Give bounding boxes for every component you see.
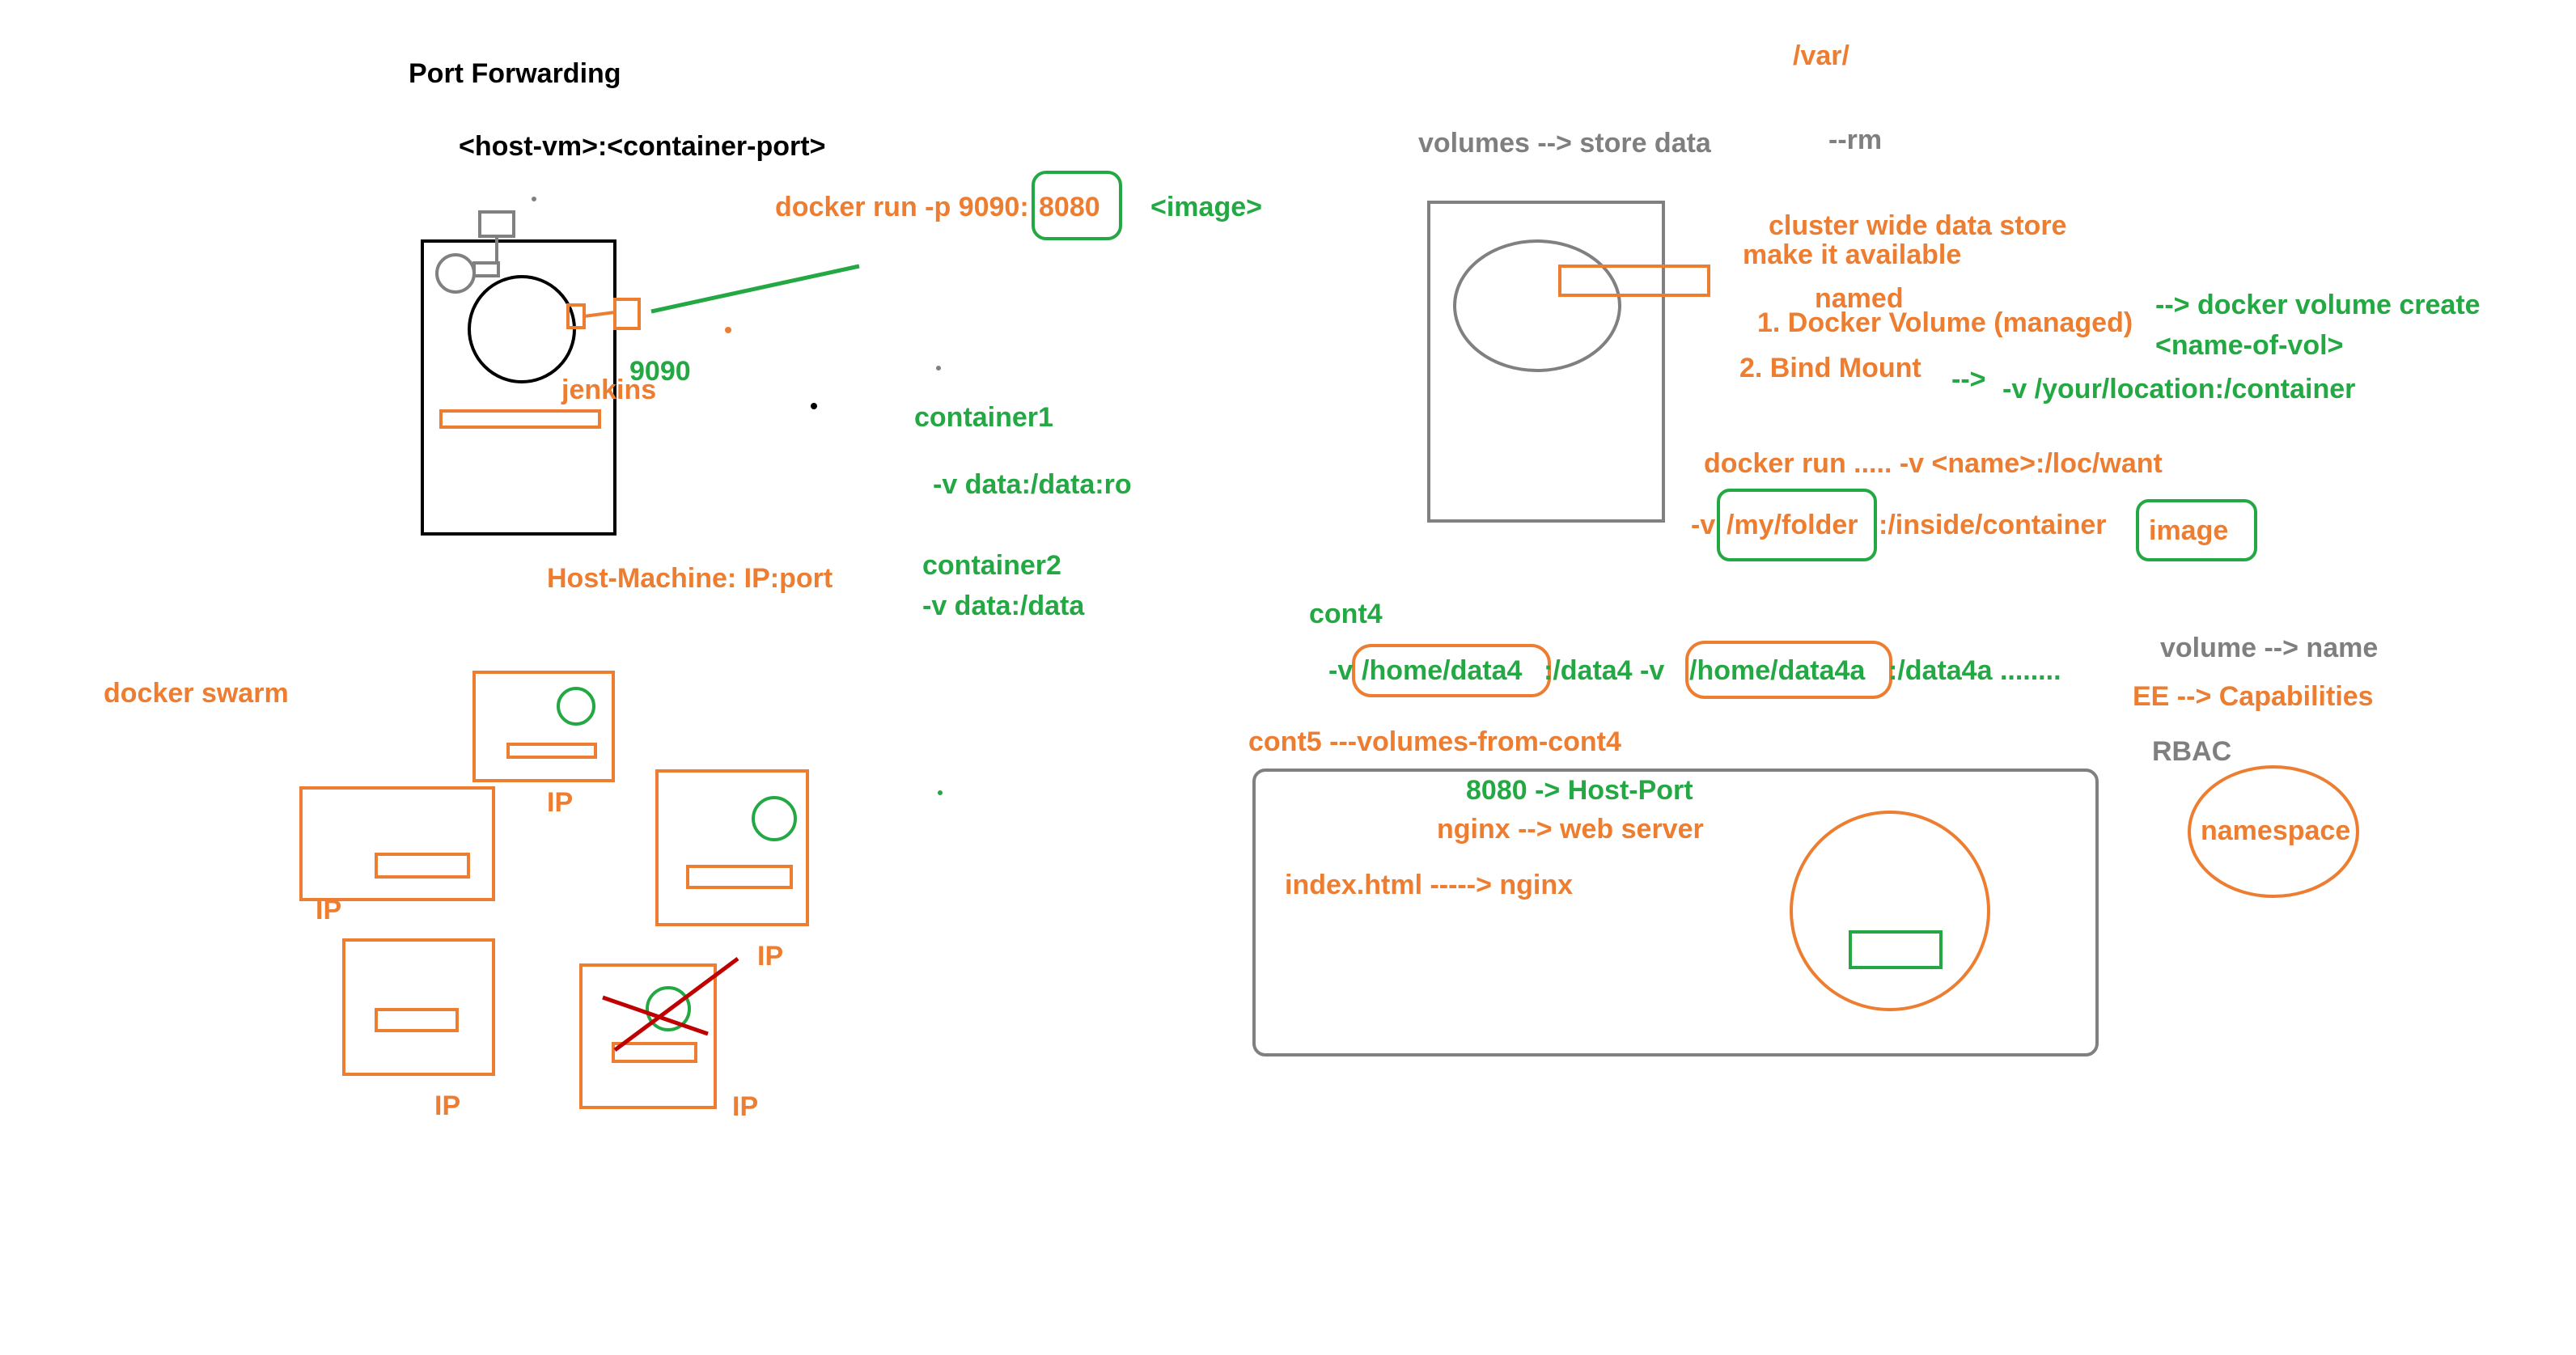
ip-label: IP <box>732 1091 758 1122</box>
bind-arrow: --> <box>1951 364 1986 395</box>
ip-label: IP <box>547 787 573 818</box>
name-of-vol: <name-of-vol> <box>2155 330 2343 361</box>
my-folder-highlight <box>1717 489 1877 561</box>
port-8080: 8080 <box>1039 192 1100 222</box>
volume-rw: -v data:/data <box>922 591 1085 621</box>
port-8080-highlight <box>1032 171 1122 240</box>
image-highlight <box>2136 499 2257 561</box>
data4-v: :/data4 -v <box>1544 655 1664 686</box>
volume-ro: -v data:/data:ro <box>933 469 1132 500</box>
home-data4a: /home/data4a <box>1689 655 1866 686</box>
container1-label: container1 <box>914 402 1053 433</box>
data4a-rest: :/data4a ........ <box>1888 655 2061 686</box>
image-label: image <box>2149 515 2228 546</box>
volume-bar <box>1558 265 1710 297</box>
var-path: /var/ <box>1793 40 1849 71</box>
cross-mark <box>613 956 739 1052</box>
swarm-node <box>299 786 495 901</box>
ip-label: IP <box>316 895 341 925</box>
container2-label: container2 <box>922 550 1061 581</box>
ip-label: IP <box>434 1090 460 1121</box>
nginx-sketch <box>1252 769 2099 1056</box>
v-prefix: -v <box>1691 510 1715 540</box>
host-vm-format: <host-vm>:<container-port> <box>459 131 825 162</box>
cont4-label: cont4 <box>1309 599 1383 629</box>
rbac-label: RBAC <box>2152 736 2231 767</box>
dot <box>725 327 731 333</box>
index-nginx: index.html -----> nginx <box>1285 870 1573 900</box>
rm-flag: --rm <box>1828 125 1882 155</box>
swarm-node-failed <box>579 956 739 1109</box>
port-forwarding-sketch <box>421 171 1122 795</box>
volume-host-box <box>1427 201 1665 523</box>
orange-bar <box>439 409 601 429</box>
dot <box>938 790 943 795</box>
named-label: named <box>1815 283 1904 314</box>
namespace-label: namespace <box>2201 815 2350 846</box>
ee-capabilities: EE --> Capabilities <box>2133 681 2374 712</box>
cross-mark <box>602 995 709 1036</box>
dot <box>936 366 941 371</box>
cont5-label: cont5 ---volumes-from-cont4 <box>1248 726 1621 757</box>
nginx-web: nginx --> web server <box>1437 814 1704 845</box>
bind-location: -v /your/location:/container <box>2002 374 2355 404</box>
bind-mount: 2. Bind Mount <box>1739 353 1921 383</box>
docker-run-cmd: docker run -p 9090: <box>775 192 1029 222</box>
host-port-label: 8080 -> Host-Port <box>1466 775 1693 806</box>
docker-volume-create: --> docker volume create <box>2155 290 2481 320</box>
home-data4-highlight <box>1352 644 1551 697</box>
inside-container: :/inside/container <box>1879 510 2107 540</box>
dot <box>532 197 536 201</box>
gray-small-circle <box>435 253 476 294</box>
port-forwarding-title: Port Forwarding <box>409 58 621 89</box>
home-data4: /home/data4 <box>1362 655 1522 686</box>
small-gray-square <box>478 210 515 238</box>
host-vm-box <box>421 239 616 536</box>
docker-swarm-label: docker swarm <box>104 678 289 709</box>
volumes-sketch <box>1352 201 2257 699</box>
cluster-store: cluster wide data store <box>1769 210 2066 241</box>
nginx-green-rect <box>1849 930 1943 969</box>
ip-label: IP <box>757 941 783 972</box>
volumes-store: volumes --> store data <box>1418 128 1712 159</box>
namespace-ellipse <box>2188 765 2359 898</box>
home-data4a-highlight <box>1685 641 1892 699</box>
port-9090: 9090 <box>629 356 691 387</box>
nginx-host-box <box>1252 769 2099 1056</box>
volume-name: volume --> name <box>2160 633 2378 663</box>
volume-ellipse <box>1453 239 1621 372</box>
host-port-box <box>613 298 641 330</box>
container-circle <box>468 275 576 383</box>
docker-run-volume: docker run ..... -v <name>:/loc/want <box>1704 448 2163 479</box>
gray-small-rect <box>472 261 500 277</box>
host-machine-label: Host-Machine: IP:port <box>547 563 833 594</box>
docker-volume-managed: 1. Docker Volume (managed) <box>1757 307 2133 338</box>
dot <box>811 403 817 409</box>
green-pointer-line <box>650 264 860 314</box>
image-placeholder: <image> <box>1150 192 1262 222</box>
swarm-node <box>342 938 495 1076</box>
swarm-node <box>472 671 615 782</box>
my-folder: /my/folder <box>1727 510 1858 540</box>
nginx-container-circle <box>1790 811 1990 1011</box>
port-connector <box>583 311 616 318</box>
v-prefix-cont4: -v <box>1328 655 1353 686</box>
make-available: make it available <box>1743 239 1961 270</box>
swarm-nodes: IP IP IP IP IP <box>299 671 809 1122</box>
jenkins-label: jenkins <box>561 375 656 405</box>
swarm-node <box>655 769 809 926</box>
